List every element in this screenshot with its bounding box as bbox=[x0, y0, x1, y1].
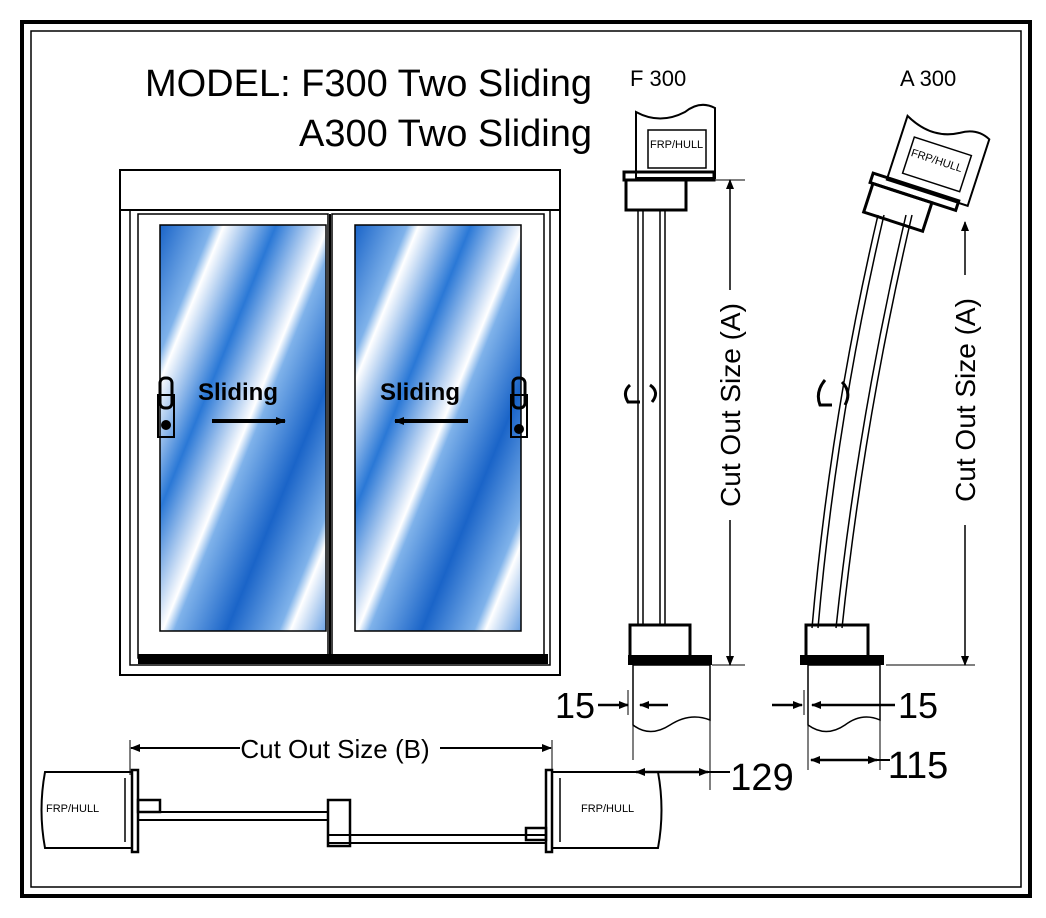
bottom-track bbox=[138, 654, 548, 664]
model-title: MODEL: F300 Two Sliding A300 Two Sliding bbox=[145, 63, 592, 155]
window-elevation: Sliding Sliding bbox=[119, 169, 561, 676]
f300-height-dim: Cut Out Size (A) bbox=[715, 303, 746, 507]
f300-offset-dim: 15 bbox=[555, 685, 595, 726]
plan-left-hull-label: FRP/HULL bbox=[46, 803, 99, 815]
left-sliding-label: Sliding bbox=[198, 379, 278, 406]
plan-right-hull-label: FRP/HULL bbox=[581, 803, 634, 815]
drawing-border bbox=[20, 20, 1032, 898]
left-handle-icon bbox=[157, 376, 175, 438]
right-handle-icon bbox=[510, 376, 528, 438]
f300-section: F 300 FRP/HULL Cut Out Size (A) 15 129 bbox=[555, 66, 794, 799]
f300-label: F 300 bbox=[630, 66, 686, 91]
f300-depth-dim: 129 bbox=[730, 757, 793, 799]
right-glass-pane bbox=[354, 224, 522, 632]
a300-height-dim: Cut Out Size (A) bbox=[950, 298, 981, 502]
title-line-2: A300 Two Sliding bbox=[299, 113, 592, 155]
plan-section: Cut Out Size (B) FRP/HULL FRP/HULL bbox=[40, 734, 663, 854]
f300-hull-label: FRP/HULL bbox=[650, 139, 703, 151]
a300-depth-dim: 115 bbox=[888, 745, 949, 787]
a300-section: A 300 FRP/HULL Cut Out Size (A) 15 115 bbox=[772, 66, 991, 787]
title-line-1: MODEL: F300 Two Sliding bbox=[145, 63, 592, 105]
left-glass-pane bbox=[159, 224, 327, 632]
right-sliding-label: Sliding bbox=[380, 379, 460, 406]
plan-width-dim: Cut Out Size (B) bbox=[240, 734, 429, 764]
a300-offset-dim: 15 bbox=[898, 685, 938, 726]
a300-label: A 300 bbox=[900, 66, 956, 91]
